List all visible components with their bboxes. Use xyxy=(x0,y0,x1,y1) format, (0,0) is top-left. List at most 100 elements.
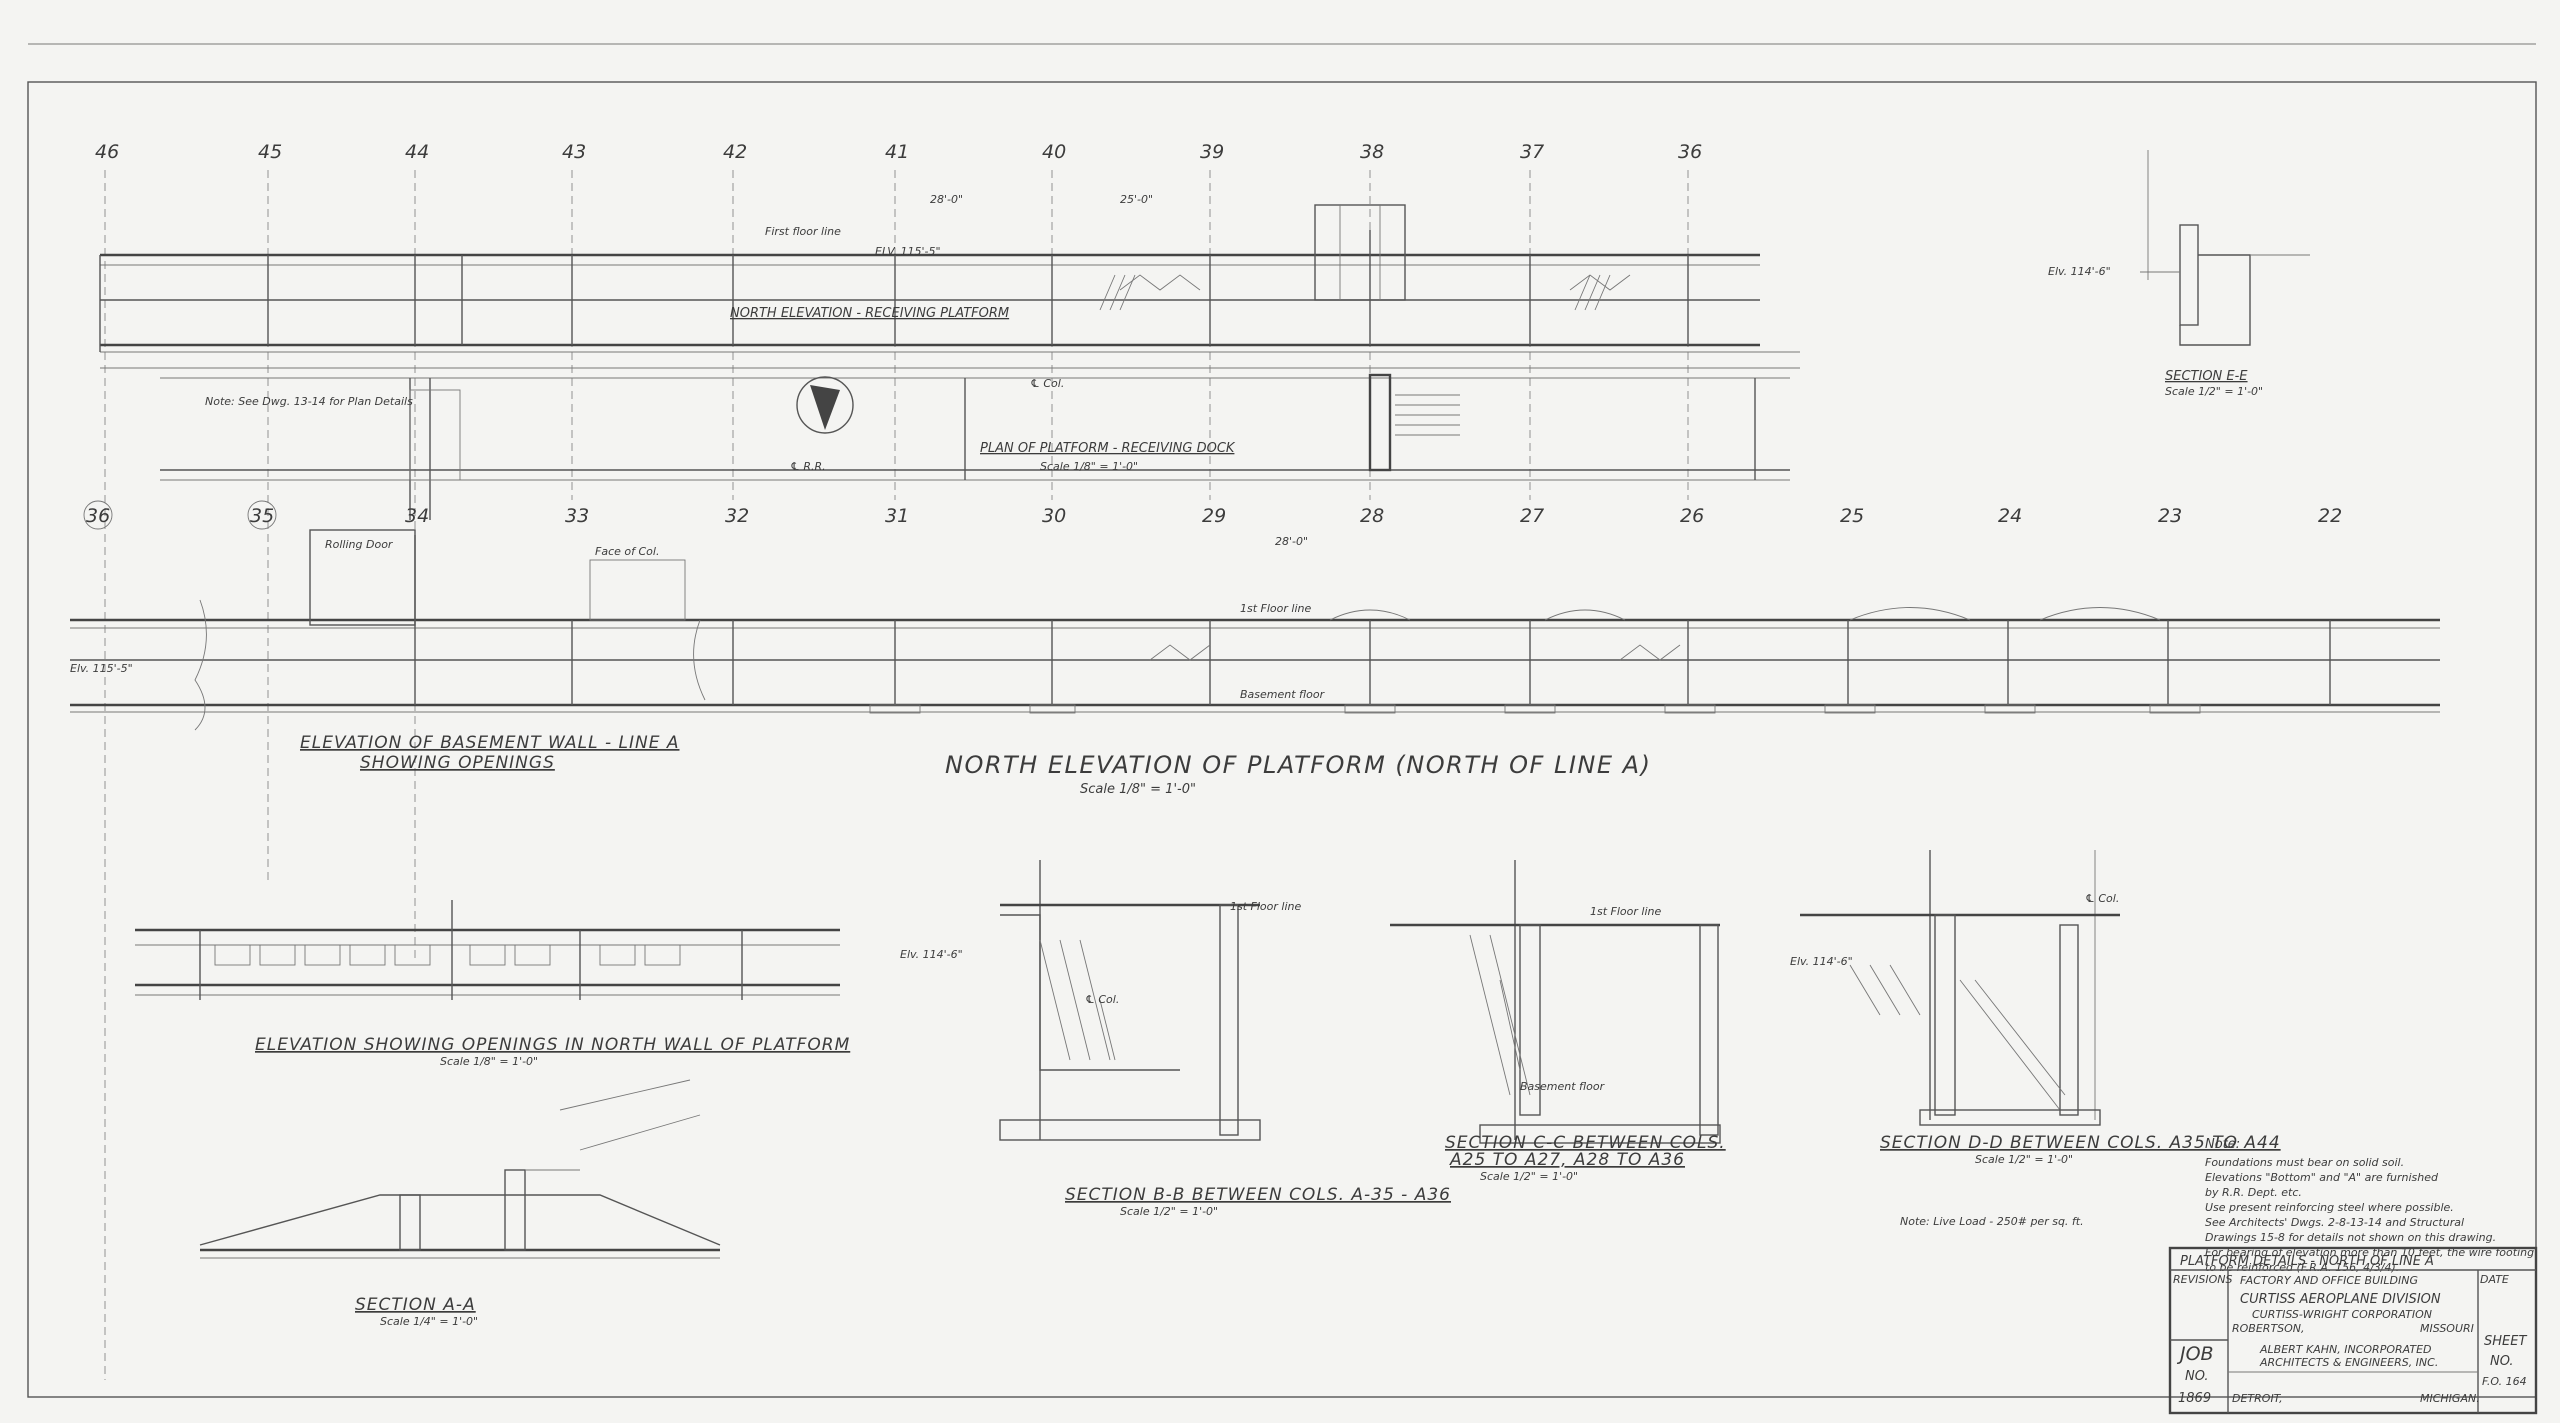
section-aa: SECTION A-A Scale 1/4" = 1'-0" xyxy=(199,1079,721,1328)
section-dd-title: SECTION D-D BETWEEN COLS. A35 TO A44 xyxy=(1880,1133,2281,1153)
plan-receiving-scale: Scale 1/8" = 1'-0" xyxy=(1040,460,1138,473)
col-bubble-28: 28 xyxy=(1360,505,1384,527)
col-bubble-43: 43 xyxy=(562,141,586,163)
col-bubble-24: 24 xyxy=(1998,505,2022,527)
live-load-note: Note: Live Load - 250# per sq. ft. xyxy=(1900,1215,2084,1228)
north-elev-receiving-title: NORTH ELEVATION - RECEIVING PLATFORM xyxy=(730,306,1009,321)
section-cc: 1st Floor line Basement floor SECTION C-… xyxy=(1390,860,1726,1183)
col-bubble-36: 36 xyxy=(1678,141,1702,163)
architect-city: DETROIT, xyxy=(2232,1392,2283,1405)
note-line: Foundations must bear on solid soil. xyxy=(2205,1156,2404,1169)
col-bubble-44: 44 xyxy=(405,141,429,163)
section-cc-floor-line: 1st Floor line xyxy=(1590,905,1661,918)
plan-note-left: Note: See Dwg. 13-14 for Plan Details xyxy=(205,395,413,408)
architect-name: ALBERT KAHN, INCORPORATED xyxy=(2259,1343,2432,1356)
sheet-border xyxy=(27,81,2537,1398)
receiving-platform-elevation: First floor line ELV. 115'-5" 28'-0" 25'… xyxy=(99,193,1800,369)
col-bubble-32: 32 xyxy=(725,505,749,527)
col-bubble-25: 25 xyxy=(1840,505,1864,527)
section-dd: Elv. 114'-6" ℄ Col. SECTION D-D BETWEEN … xyxy=(1790,850,2281,1228)
basement-floor-label: Basement floor xyxy=(1240,688,1326,701)
face-of-col-label: Face of Col. xyxy=(595,545,659,558)
note-line: to be reinforced (F.R.A. 156, 4/3/4). xyxy=(2205,1261,2399,1274)
openings-elevation: ELEVATION SHOWING OPENINGS IN NORTH WALL… xyxy=(135,900,850,1068)
plan-receiving-title: PLAN OF PLATFORM - RECEIVING DOCK xyxy=(980,441,1236,456)
sheet-label: SHEET xyxy=(2484,1334,2527,1349)
col-bubble-37: 37 xyxy=(1520,141,1544,163)
elev-basement-title: ELEVATION OF BASEMENT WALL - LINE A xyxy=(300,733,679,753)
section-bb-col-label: ℄ Col. xyxy=(1085,993,1119,1006)
section-dd-col-label: ℄ Col. xyxy=(2085,892,2119,905)
section-cc-scale: Scale 1/2" = 1'-0" xyxy=(1480,1170,1578,1183)
col-bubble-23: 23 xyxy=(2158,505,2182,527)
section-dd-elevation: Elv. 114'-6" xyxy=(1790,955,1853,968)
col-bubble-29: 29 xyxy=(1202,505,1226,527)
col-bubble-39: 39 xyxy=(1200,141,1224,163)
section-bb-title: SECTION B-B BETWEEN COLS. A-35 - A36 xyxy=(1065,1185,1451,1205)
section-ee-elevation: Elv. 114'-6" xyxy=(2048,265,2111,278)
sheet-no-label: NO. xyxy=(2490,1354,2514,1369)
section-aa-title: SECTION A-A xyxy=(355,1295,476,1315)
section-bb-scale: Scale 1/2" = 1'-0" xyxy=(1120,1205,1218,1218)
title-block: PLATFORM DETAILS - NORTH OF LINE A REVIS… xyxy=(2168,1246,2538,1415)
col-bubble-36-lower: 36 xyxy=(86,505,110,527)
railroad-centerline-label: ℄ R.R. xyxy=(790,460,826,473)
platform-elevation-label: Elv. 115'-5" xyxy=(70,662,133,675)
lower-column-grid: 36 35 34 33 32 31 30 29 28 27 26 25 24 2… xyxy=(83,500,2342,530)
elevation-label: ELV. 115'-5" xyxy=(875,245,941,258)
note-line: by R.R. Dept. etc. xyxy=(2205,1186,2302,1199)
architect-state: MICHIGAN. xyxy=(2420,1392,2480,1405)
platform-first-floor-line: 1st Floor line xyxy=(1240,602,1311,615)
job-number: 1869 xyxy=(2178,1391,2211,1406)
dim-label-25ft: 25'-0" xyxy=(1120,193,1153,206)
job-no-label: NO. xyxy=(2185,1369,2209,1384)
title-block-title: PLATFORM DETAILS - NORTH OF LINE A xyxy=(2180,1254,2434,1269)
col-bubble-42: 42 xyxy=(723,141,747,163)
general-notes: Note: Foundations must bear on solid soi… xyxy=(2205,1137,2534,1274)
north-arrow-icon xyxy=(796,376,854,434)
project-name: FACTORY AND OFFICE BUILDING xyxy=(2240,1274,2418,1287)
note-line: Elevations "Bottom" and "A" are furnishe… xyxy=(2205,1171,2439,1184)
rolling-door-label: Rolling Door xyxy=(325,538,394,551)
dim-label-28ft: 28'-0" xyxy=(930,193,963,206)
col-bubble-41: 41 xyxy=(885,141,909,163)
upper-column-bubbles: 46 45 44 43 42 41 40 39 38 37 36 xyxy=(95,141,1702,163)
section-ee-title: SECTION E-E xyxy=(2165,369,2248,384)
col-bubble-30: 30 xyxy=(1042,505,1066,527)
receiving-dock-plan: Note: See Dwg. 13-14 for Plan Details ℄ … xyxy=(160,373,1790,520)
section-bb-floor-line: 1st Floor line xyxy=(1230,900,1301,913)
col-bubble-22: 22 xyxy=(2318,505,2342,527)
section-dd-scale: Scale 1/2" = 1'-0" xyxy=(1975,1153,2073,1166)
col-bubble-27: 27 xyxy=(1520,505,1544,527)
note-line: See Architects' Dwgs. 2-8-13-14 and Stru… xyxy=(2205,1216,2464,1229)
elev-openings-title: ELEVATION SHOWING OPENINGS IN NORTH WALL… xyxy=(255,1035,850,1055)
north-elev-platform-title: NORTH ELEVATION OF PLATFORM (NORTH OF LI… xyxy=(945,751,1651,779)
section-ee-scale: Scale 1/2" = 1'-0" xyxy=(2165,385,2263,398)
notes-heading: Note: xyxy=(2205,1137,2240,1152)
client-name: CURTISS AEROPLANE DIVISION xyxy=(2240,1292,2441,1307)
north-elev-platform-scale: Scale 1/8" = 1'-0" xyxy=(1080,782,1196,797)
section-bb-elevation: Elv. 114'-6" xyxy=(900,948,963,961)
col-bubble-31: 31 xyxy=(885,505,909,527)
lower-column-bubbles: 36 35 34 33 32 31 30 29 28 27 26 25 24 2… xyxy=(83,500,2342,530)
col-bubble-45: 45 xyxy=(258,141,282,163)
note-line: Use present reinforcing steel where poss… xyxy=(2205,1201,2454,1214)
date-label: DATE xyxy=(2480,1273,2509,1286)
note-line: Drawings 15-8 for details not shown on t… xyxy=(2205,1231,2496,1244)
section-cc-basement: Basement floor xyxy=(1520,1080,1606,1093)
col-bubble-26: 26 xyxy=(1680,505,1704,527)
elev-openings-scale: Scale 1/8" = 1'-0" xyxy=(440,1055,538,1068)
section-ee: Elv. 114'-6" SECTION E-E Scale 1/2" = 1'… xyxy=(2048,150,2310,398)
first-floor-line-label: First floor line xyxy=(765,225,841,238)
job-label: JOB xyxy=(2176,1343,2214,1365)
platform-north-elevation: Rolling Door Face of Col. 1st Floor line… xyxy=(70,529,2440,797)
section-cc-title: SECTION C-C BETWEEN COLS. xyxy=(1445,1133,1726,1153)
col-bubble-34: 34 xyxy=(405,505,429,527)
section-cc-subtitle: A25 TO A27, A28 TO A36 xyxy=(1449,1150,1685,1170)
revisions-label: REVISIONS xyxy=(2173,1273,2232,1286)
sheet-number: F.O. 164 xyxy=(2482,1375,2527,1388)
location-city: ROBERTSON, xyxy=(2232,1322,2305,1335)
col-bubble-33: 33 xyxy=(565,505,589,527)
platform-dim-label: 28'-0" xyxy=(1275,535,1308,548)
